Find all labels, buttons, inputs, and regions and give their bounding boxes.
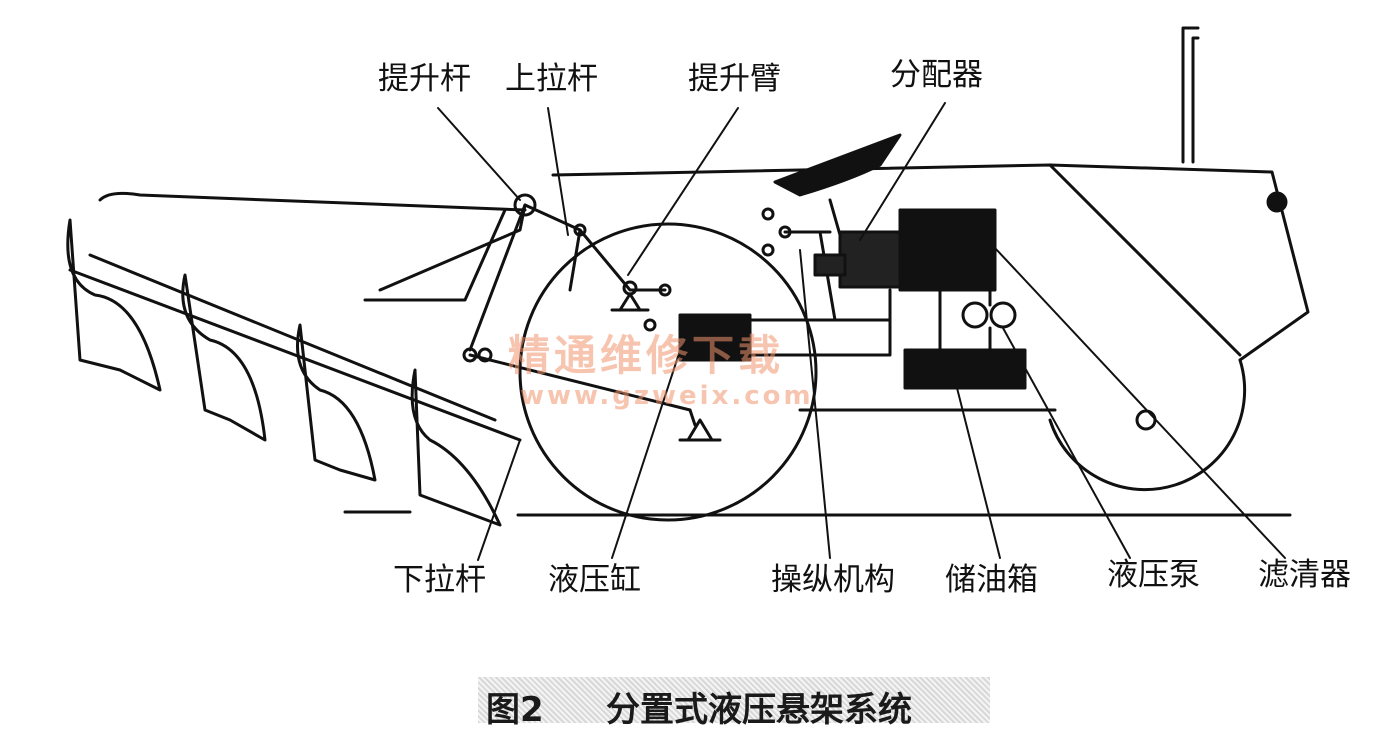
leader-oil-tank — [954, 379, 1001, 559]
label-oil-tank: 储油箱 — [945, 562, 1038, 598]
label-hydraulic-pump: 液压泵 — [1107, 557, 1200, 593]
figure-caption: 图2 分置式液压悬架系统 — [478, 677, 990, 730]
lift-arm-link — [523, 203, 667, 292]
label-lower-link: 下拉杆 — [393, 562, 486, 598]
plough-body-1 — [66, 218, 162, 392]
tank-pipes — [938, 288, 992, 352]
hitch-frame — [363, 203, 527, 302]
upper-pivot — [513, 193, 537, 217]
label-lift-arm: 提升臂 — [688, 61, 781, 97]
watermark-url: www.gzweix.com — [520, 381, 814, 411]
control-pivot-1 — [761, 207, 775, 221]
label-oil-filter: 滤清器 — [1258, 557, 1351, 593]
leader-lift-arm — [627, 107, 739, 276]
plough-beam-bottom — [68, 268, 522, 442]
leader-pump — [1002, 327, 1131, 559]
plough-body-2 — [181, 273, 267, 442]
cylinder-body — [678, 313, 752, 362]
headlight — [1266, 191, 1288, 213]
watermark-site-name: 精通维修下载 — [508, 331, 785, 380]
lift-arm-end — [658, 283, 672, 297]
lift-arm-support — [610, 292, 650, 312]
pump-gear-right — [989, 301, 1017, 329]
label-upper-link: 上拉杆 — [505, 61, 598, 97]
steering-wheel — [773, 133, 902, 197]
rear-wheel — [518, 222, 818, 522]
plough-beam-top — [98, 191, 527, 212]
label-control-mechanism: 操纵机构 — [771, 562, 895, 598]
oil-tank — [903, 348, 1027, 390]
filter-block — [898, 208, 997, 292]
leader-cylinder — [611, 319, 691, 559]
lower-link-pin-2 — [477, 347, 493, 363]
front-wheel — [1048, 358, 1247, 492]
label-lift-rod: 提升杆 — [378, 61, 471, 97]
leader-lift-rod — [437, 107, 521, 201]
plough-body-3 — [296, 323, 377, 482]
figure-title: 分置式液压悬架系统 — [606, 690, 912, 730]
lower-link-pin-1 — [462, 347, 478, 363]
steering-column — [828, 198, 842, 237]
label-distributor: 分配器 — [890, 57, 983, 93]
tractor-body-top — [551, 163, 1310, 362]
leader-control — [799, 249, 831, 559]
plough-body-4 — [410, 368, 502, 527]
lower-link-support — [678, 408, 722, 442]
leader-lower-link — [477, 439, 521, 561]
front-axle — [1135, 409, 1157, 431]
control-pivot-2 — [761, 243, 775, 257]
cylinder-pipe — [748, 318, 892, 357]
distributor-valve — [813, 253, 847, 277]
lift-rod-link — [568, 228, 582, 292]
upper-link-bar — [468, 203, 527, 352]
leader-filter — [994, 247, 1286, 559]
figure-number: 图2 — [486, 690, 544, 730]
cylinder-rod-pivot — [643, 318, 657, 332]
label-hydraulic-cylinder: 液压缸 — [548, 562, 641, 598]
exhaust-pipe — [1181, 26, 1200, 164]
hood-line — [1048, 163, 1242, 357]
leader-upper-link — [547, 107, 569, 236]
lower-link-bar — [468, 353, 692, 412]
pump-gear-left — [961, 301, 989, 329]
plough-beam-mid — [88, 253, 497, 422]
leader-distributor — [859, 102, 946, 241]
